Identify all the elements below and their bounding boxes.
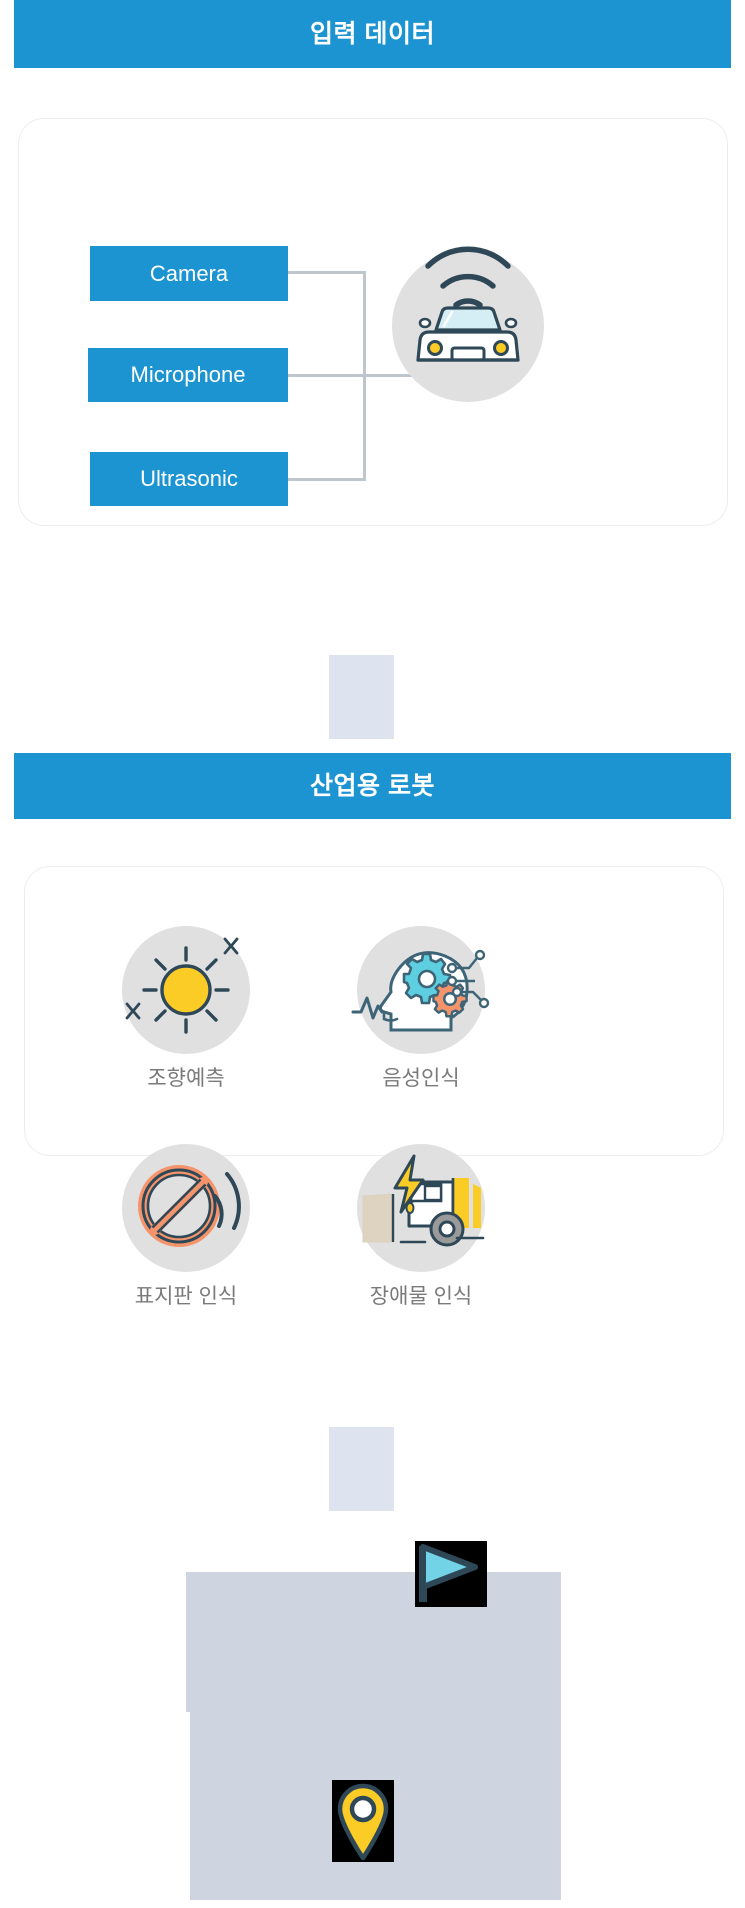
ai-head-gears-icon [351, 949, 490, 1032]
broken-image-map-pin [332, 1780, 394, 1862]
section-title: 산업용 로봇 [310, 771, 435, 800]
connector-line-camera [288, 271, 366, 274]
source-box-microphone[interactable]: Microphone [88, 348, 288, 402]
electric-truck-icon [362, 1154, 485, 1247]
feature-label: 표지판 인식 [134, 1285, 238, 1308]
source-box-ultrasonic[interactable]: Ultrasonic [90, 452, 288, 506]
broken-image-flag [415, 1541, 487, 1607]
flag-icon [419, 1544, 478, 1602]
connector-line-microphone [288, 374, 366, 377]
section-connector-block [329, 655, 394, 739]
prohibition-sign-waves-icon [138, 1165, 241, 1247]
feature-item-obstacle-recognition[interactable]: 장애물 인식 [306, 1144, 536, 1309]
electric-truck-icon-background [357, 1144, 485, 1272]
prohibition-sign-waves-icon-background [122, 1144, 250, 1272]
feature-item-voice-recognition[interactable]: 음성인식 [306, 926, 536, 1091]
feature-label: 음성인식 [382, 1067, 460, 1090]
section-connector-block [329, 1427, 394, 1511]
source-box-label: Ultrasonic [140, 466, 238, 491]
source-box-label: Camera [149, 260, 229, 286]
feature-label: 장애물 인식 [369, 1285, 473, 1308]
connector-line-main [363, 374, 435, 377]
connector-line-ultrasonic [288, 478, 366, 481]
section-header-input-data: 입력 데이터 [14, 0, 731, 68]
feature-label: 조향예측 [147, 1067, 225, 1090]
feature-item-steering-prediction[interactable]: 조향예측 [71, 926, 301, 1091]
connected-car-icon [416, 246, 520, 362]
sun-icon-background [122, 926, 250, 1054]
section-title: 입력 데이터 [310, 19, 435, 48]
ai-head-gears-icon-background [351, 926, 490, 1054]
sun-icon [125, 937, 239, 1034]
feature-item-sign-recognition[interactable]: 표지판 인식 [71, 1144, 301, 1309]
source-box-camera[interactable]: Camera [90, 246, 288, 301]
source-box-label: Microphone [130, 362, 246, 387]
map-pin-icon [337, 1783, 389, 1861]
section-header-industrial-robot: 산업용 로봇 [14, 753, 731, 819]
